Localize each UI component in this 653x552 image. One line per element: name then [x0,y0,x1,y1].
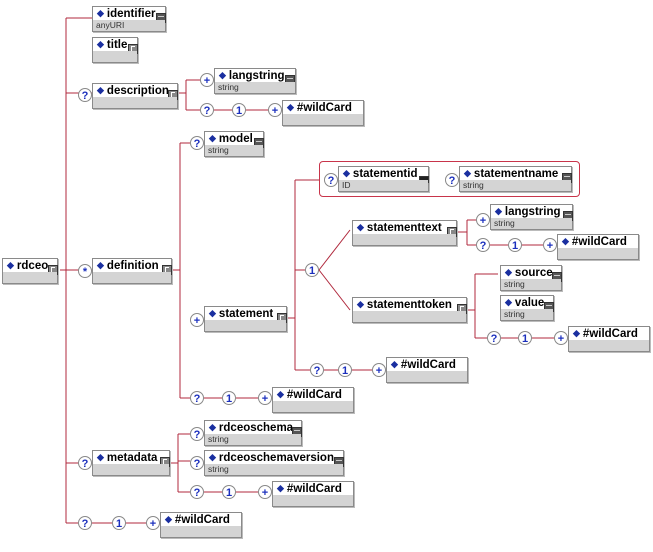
element-bullet-icon: ◆ [165,514,172,524]
element-bullet-icon: ◆ [277,483,284,493]
element-statement[interactable]: ◆statement [204,306,287,332]
element-bullet-icon: ◆ [209,452,216,462]
attribute-statementid[interactable]: ◆statementid ID [338,166,429,192]
element-bullet-icon: ◆ [391,359,398,369]
element-langstring[interactable]: ◆langstring string [490,204,573,230]
element-source[interactable]: ◆source string [500,265,562,291]
element-wildcard[interactable]: ◆#wildCard [386,357,468,383]
one-or-more-badge: + [543,238,557,252]
element-wildcard[interactable]: ◆#wildCard [272,387,354,413]
element-bullet-icon: ◆ [7,260,14,270]
element-bullet-icon: ◆ [357,222,364,232]
one-or-more-badge: + [258,485,272,499]
optional-badge: ? [190,427,204,441]
element-bullet-icon: ◆ [97,39,104,49]
optional-badge: ? [487,331,501,345]
element-description[interactable]: ◆description [92,83,178,109]
element-bullet-icon: ◆ [209,422,216,432]
exactly-one-badge: 1 [508,238,522,252]
element-langstring[interactable]: ◆langstring string [214,68,296,94]
one-or-more-badge: + [268,103,282,117]
optional-badge: ? [190,456,204,470]
element-bullet-icon: ◆ [562,236,569,246]
element-bullet-icon: ◆ [573,328,580,338]
one-or-more-badge: + [258,391,272,405]
optional-badge: ? [78,88,92,102]
attribute-bullet-icon: ◆ [343,168,350,178]
optional-badge: ? [78,516,92,530]
element-wildcard[interactable]: ◆#wildCard [272,481,354,507]
element-statementtext[interactable]: ◆statementtext [352,220,457,246]
element-rdceoschemaversion[interactable]: ◆rdceoschemaversion string [204,450,344,476]
element-statementtoken[interactable]: ◆statementtoken [352,297,467,323]
element-rdceo[interactable]: ◆rdceo [2,258,58,284]
element-bullet-icon: ◆ [495,206,502,216]
element-identifier[interactable]: ◆identifier anyURI [92,6,166,32]
one-or-more-badge: + [200,73,214,87]
one-or-more-badge: + [190,313,204,327]
exactly-one-badge: 1 [232,103,246,117]
element-bullet-icon: ◆ [357,299,364,309]
element-bullet-icon: ◆ [277,389,284,399]
element-wildcard[interactable]: ◆#wildCard [568,326,650,352]
element-wildcard[interactable]: ◆#wildCard [557,234,639,260]
element-bullet-icon: ◆ [97,452,104,462]
optional-badge: ? [310,363,324,377]
optional-badge: ? [324,173,338,187]
exactly-one-badge: 1 [305,263,319,277]
element-title[interactable]: ◆title [92,37,138,63]
optional-badge: ? [190,136,204,150]
optional-badge: ? [190,485,204,499]
element-wildcard[interactable]: ◆#wildCard [160,512,242,538]
exactly-one-badge: 1 [222,485,236,499]
element-bullet-icon: ◆ [505,297,512,307]
element-bullet-icon: ◆ [97,260,104,270]
one-or-more-badge: + [554,331,568,345]
attribute-statementname[interactable]: ◆statementname string [459,166,572,192]
element-rdceoschema[interactable]: ◆rdceoschema string [204,420,302,446]
element-bullet-icon: ◆ [97,8,104,18]
optional-badge: ? [445,173,459,187]
one-or-more-badge: + [372,363,386,377]
exactly-one-badge: 1 [518,331,532,345]
exactly-one-badge: 1 [338,363,352,377]
exactly-one-badge: 1 [222,391,236,405]
one-or-more-badge: + [146,516,160,530]
optional-badge: ? [476,238,490,252]
element-wildcard[interactable]: ◆#wildCard [282,100,364,126]
element-metadata[interactable]: ◆metadata [92,450,170,476]
exactly-one-badge: 1 [112,516,126,530]
element-value[interactable]: ◆value string [500,295,554,321]
one-or-more-badge: + [476,213,490,227]
element-model[interactable]: ◆model string [204,131,264,157]
optional-badge: ? [78,456,92,470]
element-definition[interactable]: ◆definition [92,258,172,284]
zero-or-more-badge: * [78,264,92,278]
optional-badge: ? [200,103,214,117]
element-bullet-icon: ◆ [219,70,226,80]
element-bullet-icon: ◆ [97,85,104,95]
element-bullet-icon: ◆ [209,133,216,143]
optional-badge: ? [190,391,204,405]
attribute-bullet-icon: ◆ [464,168,471,178]
element-bullet-icon: ◆ [287,102,294,112]
element-bullet-icon: ◆ [505,267,512,277]
element-bullet-icon: ◆ [209,308,216,318]
